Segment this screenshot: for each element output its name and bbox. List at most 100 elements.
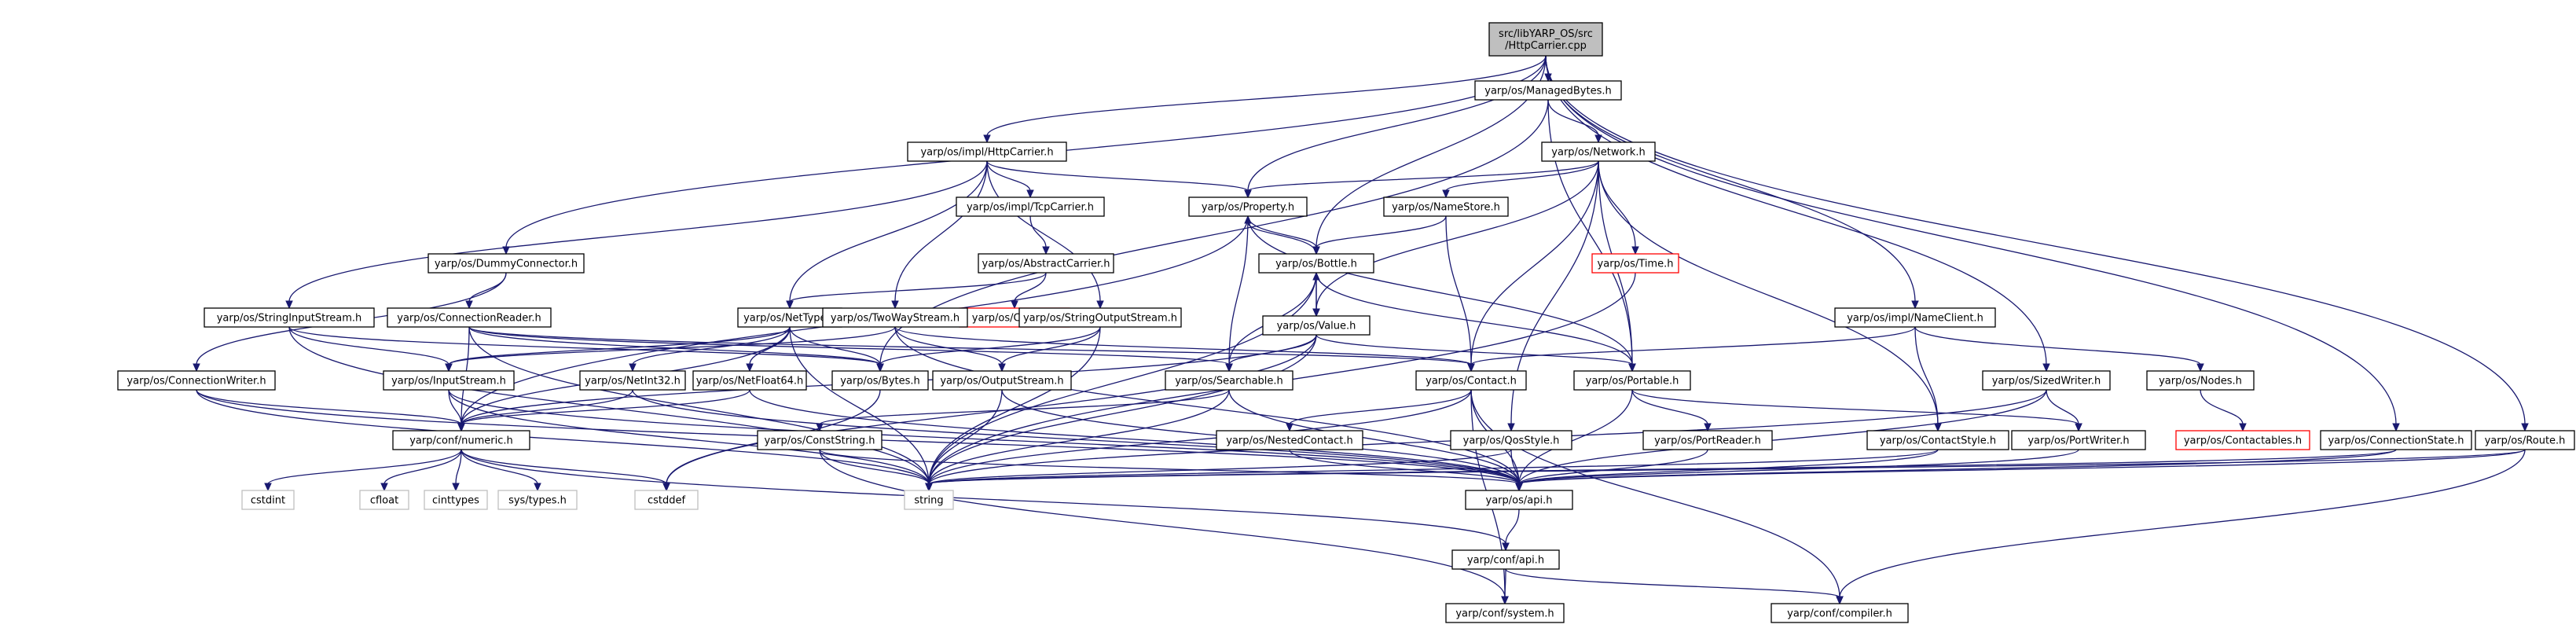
node-conf_api[interactable]: yarp/conf/api.h — [1451, 549, 1560, 570]
edge-numeric-to-cstdint — [264, 449, 462, 492]
node-value[interactable]: yarp/os/Value.h — [1262, 315, 1371, 336]
edge-value-to-portable — [1316, 334, 1636, 373]
node-label: yarp/os/Property.h — [1202, 202, 1294, 214]
edge-dummyconnector-to-connectionreader — [465, 272, 507, 310]
node-label: yarp/os/OutputStream.h — [940, 376, 1063, 387]
node-twowaystream[interactable]: yarp/os/TwoWayStream.h — [822, 307, 968, 328]
edge-conf_api-to-conf_system — [1501, 568, 1509, 605]
node-label: yarp/os/Bytes.h — [840, 376, 920, 387]
edge-impl_httpcarrier-to-twowaystream — [891, 160, 988, 310]
node-numeric[interactable]: yarp/conf/numeric.h — [392, 430, 530, 450]
node-label: yarp/os/Nodes.h — [2159, 376, 2242, 387]
node-managedbytes[interactable]: yarp/os/ManagedBytes.h — [1474, 80, 1622, 101]
node-api[interactable]: yarp/os/api.h — [1465, 490, 1573, 510]
node-connectionwriter[interactable]: yarp/os/ConnectionWriter.h — [117, 370, 276, 391]
edge-abstractcarrier-to-carrier — [1011, 272, 1047, 310]
node-label: yarp/conf/compiler.h — [1787, 608, 1892, 620]
node-bytes[interactable]: yarp/os/Bytes.h — [831, 370, 929, 391]
node-conststring[interactable]: yarp/os/ConstString.h — [757, 430, 883, 450]
node-abstractcarrier[interactable]: yarp/os/AbstractCarrier.h — [978, 253, 1114, 274]
node-label: yarp/os/DummyConnector.h — [435, 259, 578, 270]
node-contactstyle[interactable]: yarp/os/ContactStyle.h — [1866, 430, 2009, 450]
node-stringinputstream[interactable]: yarp/os/StringInputStream.h — [204, 307, 375, 328]
edge-portable-to-portwriter — [1631, 389, 2082, 432]
node-portwriter[interactable]: yarp/os/PortWriter.h — [2011, 430, 2146, 450]
node-label: yarp/os/NameStore.h — [1392, 202, 1500, 214]
edge-impl_httpcarrier-to-nettype — [786, 160, 988, 310]
node-label: yarp/os/PortReader.h — [1654, 435, 1761, 447]
node-searchable[interactable]: yarp/os/Searchable.h — [1165, 370, 1294, 391]
edge-stringinputstream-to-inputstream — [288, 326, 453, 373]
edge-root-to-connectionstate — [1545, 55, 2400, 432]
node-impl_tcpcarrier[interactable]: yarp/os/impl/TcpCarrier.h — [956, 196, 1105, 217]
edge-root-to-property — [1244, 55, 1547, 199]
node-contact[interactable]: yarp/os/Contact.h — [1415, 370, 1527, 391]
node-conf_compiler[interactable]: yarp/conf/compiler.h — [1771, 603, 1909, 623]
node-label: src/libYARP_OS/src — [1499, 28, 1593, 40]
node-impl_httpcarrier[interactable]: yarp/os/impl/HttpCarrier.h — [907, 141, 1067, 162]
node-netfloat64[interactable]: yarp/os/NetFloat64.h — [692, 370, 807, 391]
node-label: yarp/os/ConnectionState.h — [2328, 435, 2464, 447]
edge-route-to-api — [1515, 449, 2526, 492]
edge-impl_nameclient-to-contact — [1467, 326, 1916, 373]
node-namestore[interactable]: yarp/os/NameStore.h — [1383, 196, 1509, 217]
node-connectionstate[interactable]: yarp/os/ConnectionState.h — [2320, 430, 2472, 450]
edge-impl_httpcarrier-to-stringinputstream — [285, 160, 988, 310]
node-portable[interactable]: yarp/os/Portable.h — [1573, 370, 1691, 391]
node-netint32[interactable]: yarp/os/NetInt32.h — [579, 370, 686, 391]
node-property[interactable]: yarp/os/Property.h — [1188, 196, 1308, 217]
edge-twowaystream-to-inputstream — [445, 326, 896, 373]
node-label: yarp/os/ContactStyle.h — [1880, 435, 1996, 447]
node-stringoutputstream[interactable]: yarp/os/StringOutputStream.h — [1018, 307, 1182, 328]
node-label: yarp/os/StringInputStream.h — [217, 313, 362, 325]
edge-nettype-to-string — [789, 326, 933, 492]
node-root[interactable]: src/libYARP_OS/src/HttpCarrier.cpp — [1488, 22, 1603, 57]
node-time[interactable]: yarp/os/Time.h — [1591, 253, 1679, 274]
edge-api-to-conf_api — [1502, 509, 1520, 552]
node-nodes[interactable]: yarp/os/Nodes.h — [2146, 370, 2255, 391]
edge-namestore-to-bottle — [1312, 215, 1447, 255]
node-label: yarp/os/ConnectionReader.h — [397, 313, 541, 325]
edge-impl_nameclient-to-nodes — [1914, 326, 2204, 373]
node-label: yarp/os/Portable.h — [1586, 376, 1679, 387]
edge-impl_httpcarrier-to-impl_tcpcarrier — [986, 160, 1034, 199]
graph-nodes: src/libYARP_OS/src/HttpCarrier.cpp yarp/o… — [117, 22, 2575, 623]
node-bottle[interactable]: yarp/os/Bottle.h — [1258, 253, 1374, 274]
node-label: yarp/conf/numeric.h — [409, 435, 513, 447]
node-label: yarp/os/SizedWriter.h — [1992, 376, 2101, 387]
node-network[interactable]: yarp/os/Network.h — [1541, 141, 1656, 162]
node-outputstream[interactable]: yarp/os/OutputStream.h — [932, 370, 1072, 391]
node-nestedcontact[interactable]: yarp/os/NestedContact.h — [1216, 430, 1363, 450]
edge-impl_httpcarrier-to-property — [986, 160, 1252, 199]
edge-value-to-cstddef — [662, 334, 1317, 492]
node-connectionreader[interactable]: yarp/os/ConnectionReader.h — [387, 307, 552, 328]
edge-sizedwriter-to-portwriter — [2046, 389, 2082, 432]
node-label: yarp/conf/api.h — [1467, 555, 1544, 567]
edge-network-to-namestore — [1442, 160, 1599, 199]
node-sizedwriter[interactable]: yarp/os/SizedWriter.h — [1982, 370, 2111, 391]
edge-network-to-property — [1244, 160, 1599, 199]
edge-numeric-to-cstddef — [461, 449, 670, 492]
node-inputstream[interactable]: yarp/os/InputStream.h — [383, 370, 515, 391]
edge-impl_tcpcarrier-to-abstractcarrier — [1029, 215, 1050, 255]
node-dummyconnector[interactable]: yarp/os/DummyConnector.h — [427, 253, 585, 274]
node-conf_system[interactable]: yarp/conf/system.h — [1445, 603, 1565, 623]
node-route[interactable]: yarp/os/Route.h — [2475, 430, 2575, 450]
node-label: cstddef — [648, 495, 686, 507]
edge-property-to-bottle — [1247, 215, 1320, 255]
edge-root-to-sizedwriter — [1545, 55, 2050, 373]
edge-numeric-to-cinttypes — [452, 449, 462, 492]
edge-property-to-portable — [1247, 215, 1636, 373]
node-label: yarp/os/impl/TcpCarrier.h — [967, 202, 1094, 214]
node-label: cinttypes — [432, 495, 479, 507]
node-contactables[interactable]: yarp/os/Contactables.h — [2175, 430, 2310, 450]
node-label: yarp/os/InputStream.h — [391, 376, 506, 387]
node-qosstyle[interactable]: yarp/os/QosStyle.h — [1450, 430, 1572, 450]
node-impl_nameclient[interactable]: yarp/os/impl/NameClient.h — [1834, 307, 1996, 328]
node-label: yarp/os/NestedContact.h — [1226, 435, 1353, 447]
edge-managedbytes-to-bytes — [876, 99, 1549, 373]
node-label: yarp/os/Searchable.h — [1175, 376, 1283, 387]
node-cstdint: cstdint — [241, 490, 295, 510]
node-portreader[interactable]: yarp/os/PortReader.h — [1642, 430, 1773, 450]
edge-network-to-value — [1312, 160, 1599, 318]
